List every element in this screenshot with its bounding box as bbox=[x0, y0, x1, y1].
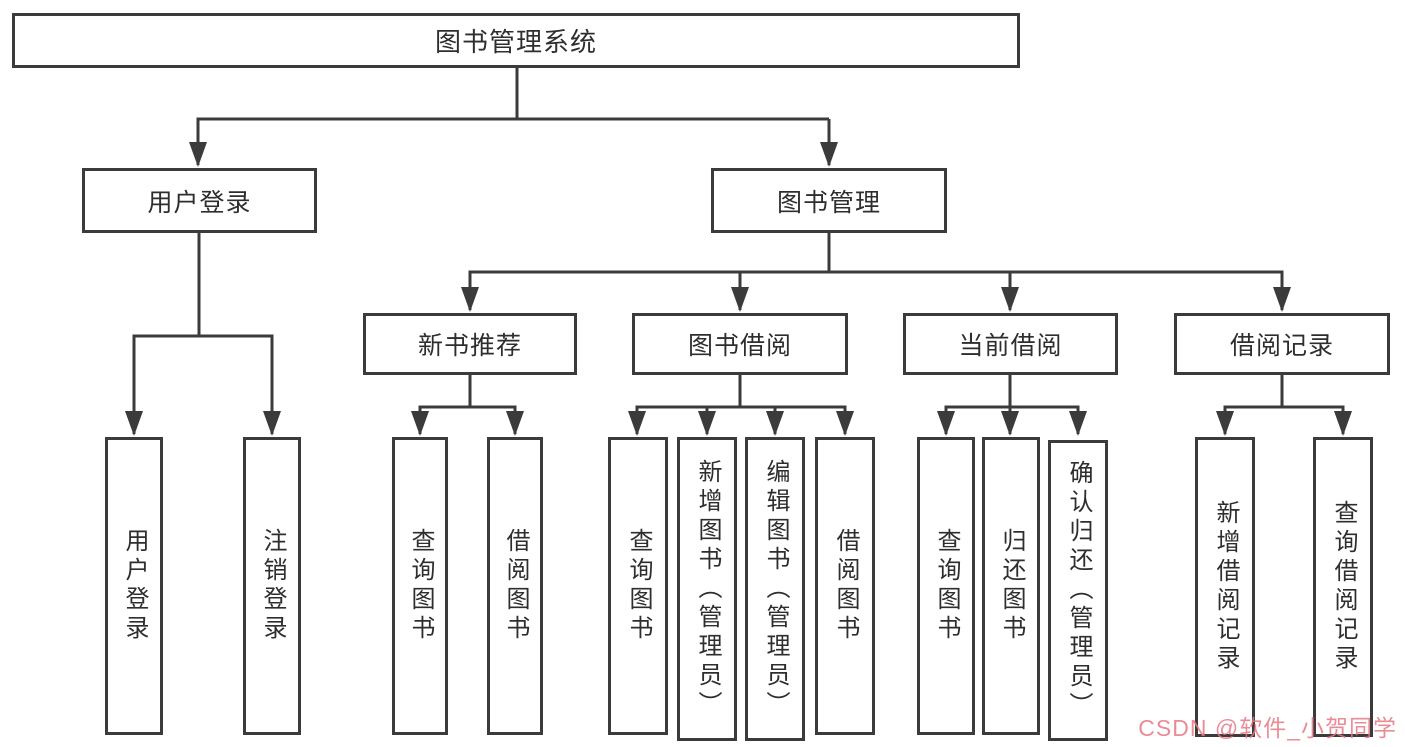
csdn-watermark: CSDN @软件_小贺同学 bbox=[1138, 715, 1397, 741]
leaf-borrow-edit-book-admin: 编辑图书（管理员） bbox=[745, 437, 805, 741]
leaf-label: 查询图书 bbox=[933, 528, 960, 644]
leaf-record-query: 查询借阅记录 bbox=[1313, 437, 1373, 737]
leaf-label: 注销登录 bbox=[259, 528, 286, 644]
leaf-label: 查询图书 bbox=[625, 528, 652, 644]
leaf-current-query-book: 查询图书 bbox=[917, 437, 975, 735]
leaf-record-add: 新增借阅记录 bbox=[1195, 437, 1255, 737]
leaf-borrow-add-book-admin: 新增图书（管理员） bbox=[677, 437, 737, 741]
leaf-label: 查询图书 bbox=[407, 528, 434, 644]
node-book-management: 图书管理 bbox=[711, 168, 947, 233]
leaf-borrow-query-book: 查询图书 bbox=[608, 437, 668, 735]
leaf-current-confirm-return-admin: 确认归还（管理员） bbox=[1048, 440, 1108, 741]
leaf-label: 归还图书 bbox=[998, 528, 1025, 644]
leaf-label: 确认归还（管理员） bbox=[1065, 460, 1092, 721]
leaf-label: 借阅图书 bbox=[502, 528, 529, 644]
leaf-label: 查询借阅记录 bbox=[1330, 500, 1357, 674]
node-current-borrow: 当前借阅 bbox=[903, 313, 1118, 375]
node-user-login: 用户登录 bbox=[82, 168, 317, 233]
leaf-recommend-borrow-book: 借阅图书 bbox=[487, 437, 543, 735]
leaf-recommend-query-book: 查询图书 bbox=[392, 437, 448, 735]
leaf-current-return-book: 归还图书 bbox=[982, 437, 1040, 735]
node-root: 图书管理系统 bbox=[12, 13, 1020, 68]
leaf-label: 新增图书（管理员） bbox=[694, 458, 721, 720]
node-borrow-record: 借阅记录 bbox=[1174, 313, 1390, 375]
leaf-logout: 注销登录 bbox=[243, 437, 301, 735]
leaf-label: 借阅图书 bbox=[832, 528, 859, 644]
leaf-label: 新增借阅记录 bbox=[1212, 500, 1239, 674]
leaf-borrow-borrow-book: 借阅图书 bbox=[815, 437, 875, 735]
leaf-label: 用户登录 bbox=[121, 528, 148, 644]
node-book-borrow: 图书借阅 bbox=[632, 313, 848, 375]
leaf-label: 编辑图书（管理员） bbox=[762, 458, 789, 720]
node-new-book-recommend: 新书推荐 bbox=[363, 313, 577, 375]
leaf-user-login: 用户登录 bbox=[105, 437, 163, 735]
